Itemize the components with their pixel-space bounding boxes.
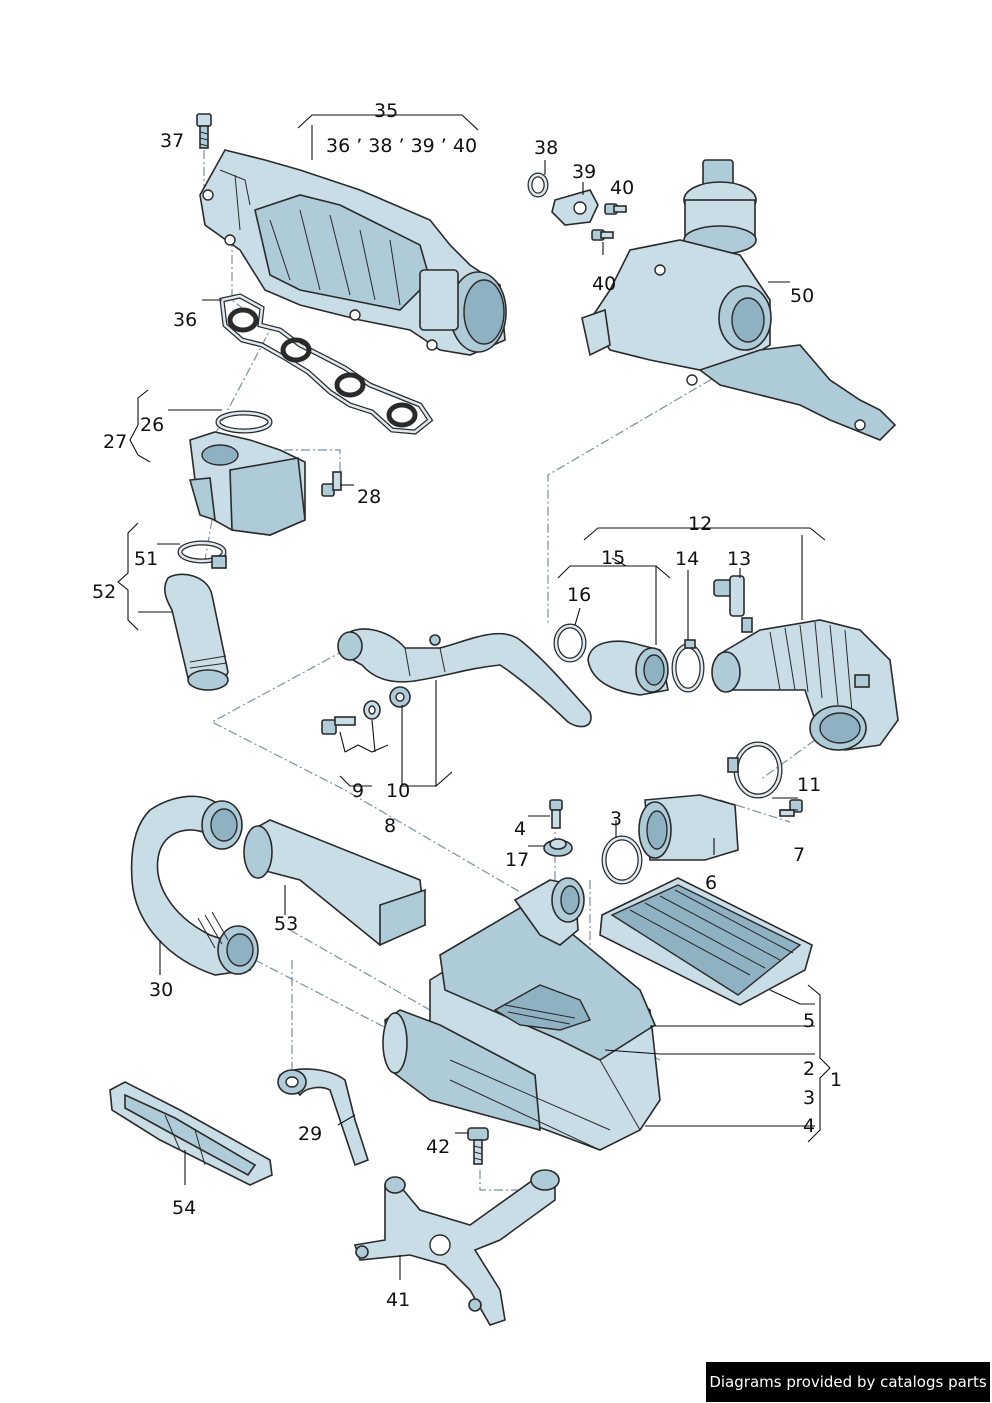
washer-9 xyxy=(363,700,381,720)
leader-lines xyxy=(117,114,831,1280)
bolt-4 xyxy=(549,799,563,829)
hose-52 xyxy=(163,573,229,691)
callout-8: 8 xyxy=(384,815,396,837)
callout-11: 11 xyxy=(797,774,821,796)
callout-41: 41 xyxy=(386,1289,410,1311)
bolt-40a xyxy=(604,203,627,215)
callout-1: 1 xyxy=(830,1069,842,1091)
callout-35: 35 xyxy=(374,100,398,122)
callout-labels: 35 36 ’ 38 ’ 39 ’ 40 37 36 38 39 40 40 5… xyxy=(92,100,842,1311)
bracket-54 xyxy=(109,1081,273,1186)
bellows-hose-12 xyxy=(711,619,899,751)
callout-14: 14 xyxy=(675,548,699,570)
o-ring-38 xyxy=(527,172,549,198)
clamp-14 xyxy=(671,639,705,693)
callout-38: 38 xyxy=(534,137,558,159)
callout-26: 26 xyxy=(140,414,164,436)
air-filter-housing-1 xyxy=(382,877,661,1151)
callout-29: 29 xyxy=(298,1123,322,1145)
callout-51: 51 xyxy=(134,548,158,570)
charge-air-pipe-10 xyxy=(337,628,592,728)
callout-39: 39 xyxy=(572,161,596,183)
callout-7: 7 xyxy=(793,844,805,866)
grommet-17 xyxy=(543,838,573,857)
connector-15 xyxy=(587,640,669,696)
callout-50: 50 xyxy=(790,285,814,307)
callout-36-38-39-40: 36 ’ 38 ’ 39 ’ 40 xyxy=(326,135,477,157)
callout-9: 9 xyxy=(352,780,364,802)
bolt-37 xyxy=(196,113,212,149)
callout-16: 16 xyxy=(567,584,591,606)
o-ring-16 xyxy=(553,623,587,663)
callout-54: 54 xyxy=(172,1197,196,1219)
flange-39 xyxy=(551,189,599,226)
clamp-11 xyxy=(727,741,783,799)
callout-12: 12 xyxy=(688,513,712,535)
callout-2: 2 xyxy=(803,1058,815,1080)
callout-3-housing: 3 xyxy=(803,1087,815,1109)
bracket-41 xyxy=(353,1169,560,1326)
callout-27: 27 xyxy=(103,431,127,453)
manifold-gasket-36 xyxy=(219,293,434,435)
callout-10: 10 xyxy=(386,780,410,802)
callout-4-housing: 4 xyxy=(803,1115,815,1137)
attribution-banner: Diagrams provided by catalogs parts xyxy=(706,1362,990,1402)
callout-28: 28 xyxy=(357,486,381,508)
screw-7 xyxy=(779,799,803,817)
turbocharger-50 xyxy=(581,159,897,441)
callout-3-o-ring: 3 xyxy=(610,808,622,830)
o-ring-26 xyxy=(215,410,273,434)
callout-17: 17 xyxy=(505,849,529,871)
callout-53: 53 xyxy=(274,913,298,935)
callout-5: 5 xyxy=(803,1010,815,1032)
callout-40-upper: 40 xyxy=(610,177,634,199)
bolt-28 xyxy=(321,471,342,497)
callout-6: 6 xyxy=(705,872,717,894)
bolt-40b xyxy=(591,229,614,241)
air-duct-53 xyxy=(243,819,426,947)
grommet-10 xyxy=(389,686,411,708)
callout-4-bolt: 4 xyxy=(514,818,526,840)
callout-13: 13 xyxy=(727,548,751,570)
hose-29 xyxy=(277,1068,369,1167)
callout-40-lower: 40 xyxy=(592,273,616,295)
callout-36: 36 xyxy=(173,309,197,331)
air-filter-element-5 xyxy=(599,877,813,1006)
callout-30: 30 xyxy=(149,979,173,1001)
o-ring-3 xyxy=(601,835,643,885)
callout-52: 52 xyxy=(92,581,116,603)
bolt-42 xyxy=(467,1127,489,1165)
callout-15: 15 xyxy=(601,547,625,569)
air-mass-meter-6 xyxy=(638,794,739,861)
callout-42: 42 xyxy=(426,1136,450,1158)
callout-37: 37 xyxy=(160,130,184,152)
intake-hose-30 xyxy=(130,795,259,976)
intake-manifold-35 xyxy=(199,149,507,356)
bolt-9 xyxy=(321,716,356,735)
sensor-13 xyxy=(713,575,753,633)
clamp-51 xyxy=(177,540,227,569)
throttle-valve-27 xyxy=(188,431,306,536)
